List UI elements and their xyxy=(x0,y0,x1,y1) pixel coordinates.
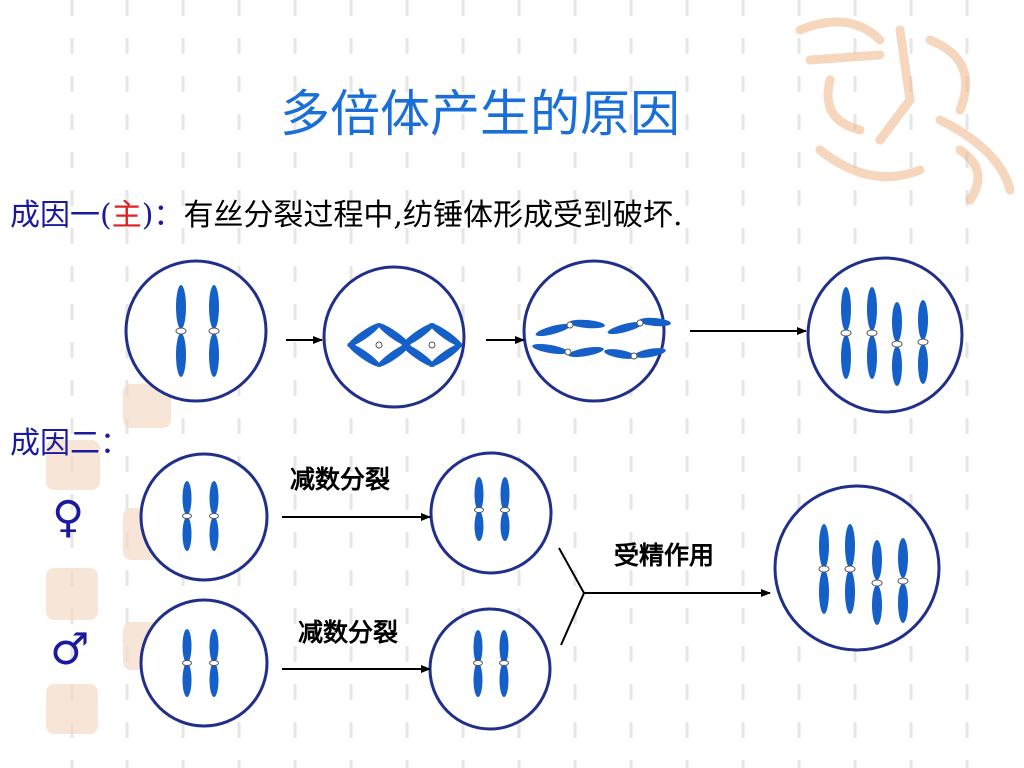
cause-one: 成因一(主)：有丝分裂过程中,纺锤体形成受到破坏. xyxy=(10,190,683,234)
female-symbol-icon: ♀ xyxy=(52,492,85,543)
chromosome-separating xyxy=(532,317,671,359)
fertilization-label: 受精作用 xyxy=(614,541,715,570)
cause-one-description: 有丝分裂过程中,纺锤体形成受到破坏. xyxy=(183,198,683,233)
meiosis-label-female: 减数分裂 xyxy=(290,465,391,494)
cell-male-parent xyxy=(139,598,269,728)
chromosome-pair xyxy=(182,477,908,697)
cause-one-main-tag: 主 xyxy=(111,198,142,233)
meiosis-label-male: 减数分裂 xyxy=(298,618,399,647)
cell-female-gamete xyxy=(429,451,553,575)
cell-diploid xyxy=(124,259,268,403)
decorative-seal-icon xyxy=(795,17,1015,205)
cell-separated xyxy=(522,259,666,403)
cause-one-label: 成因一( xyxy=(10,198,112,233)
cause-two-label: 成因二： xyxy=(10,426,130,461)
chromosome-x xyxy=(347,323,463,367)
cell-row-mitosis xyxy=(124,256,964,414)
chromosome-pair xyxy=(176,285,219,377)
cell-male-gamete xyxy=(428,607,552,731)
slide-title: 多倍体产生的原因 xyxy=(280,85,680,143)
cell-tetraploid xyxy=(806,256,964,414)
merge-lines xyxy=(558,547,586,646)
cell-zygote xyxy=(773,484,941,652)
male-symbol-icon: ♂ xyxy=(50,624,90,675)
chromosome-tetraploid xyxy=(841,287,928,386)
cause-one-label-end: )： xyxy=(141,198,184,233)
cell-row-meiosis xyxy=(139,451,941,731)
cell-female-parent xyxy=(139,452,269,582)
